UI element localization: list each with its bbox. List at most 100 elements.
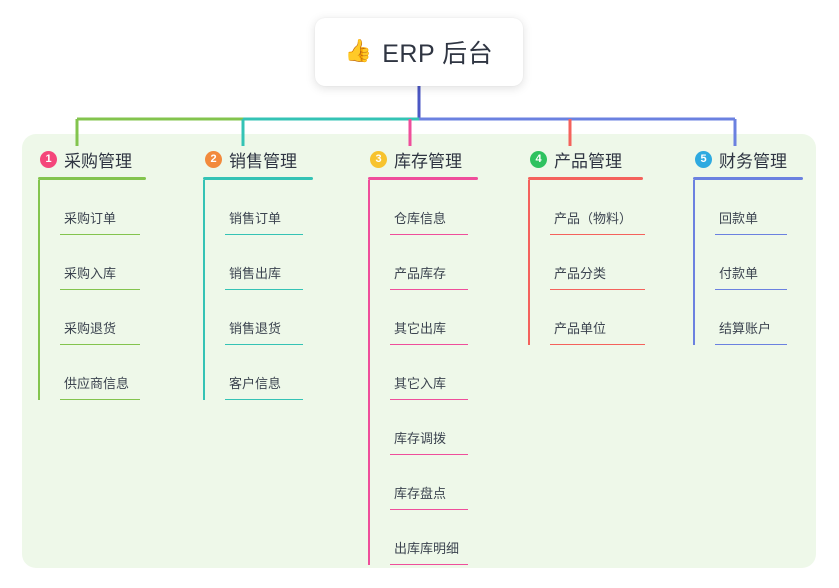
branch-items: 仓库信息产品库存其它出库其它入库库存调拨库存盘点出库库明细 (368, 180, 478, 565)
branch-header-underline (38, 177, 146, 180)
branch-item[interactable]: 出库库明细 (368, 510, 478, 565)
root-node-title: ERP 后台 (382, 40, 494, 68)
branch-trunk-segment (693, 235, 695, 290)
branch-trunk-segment (368, 345, 370, 400)
branch-header-3[interactable]: 3 库存管理 (368, 146, 478, 172)
branch-item[interactable]: 产品库存 (368, 235, 478, 290)
branch-trunk-segment (528, 235, 530, 290)
branch-item-underline (715, 343, 787, 345)
branch-item-underline (60, 233, 140, 235)
branch-item-underline (550, 233, 645, 235)
branch-item-underline (390, 343, 468, 345)
branch-items: 采购订单采购入库采购退货供应商信息 (38, 180, 146, 400)
branch-item-underline (390, 563, 468, 565)
branch-trunk-segment (38, 180, 40, 235)
branch-item[interactable]: 采购订单 (38, 180, 146, 235)
branch-item-underline (390, 453, 468, 455)
branch-item-label: 销售退货 (229, 321, 282, 336)
branch-item-label: 销售出库 (229, 266, 282, 281)
branch-trunk-segment (528, 180, 530, 235)
thumbs-up-icon: 👍 (344, 38, 373, 63)
branch-column-3: 3 库存管理仓库信息产品库存其它出库其它入库库存调拨库存盘点出库库明细 (368, 146, 478, 565)
branch-item-underline (390, 233, 468, 235)
branch-item-label: 采购入库 (64, 266, 117, 281)
branch-item-label: 产品单位 (554, 321, 607, 336)
branch-item[interactable]: 销售订单 (203, 180, 313, 235)
branch-column-4: 4 产品管理产品（物料） 产品分类产品单位 (528, 146, 645, 345)
branch-title: 采购管理 (64, 151, 132, 171)
branch-item[interactable]: 供应商信息 (38, 345, 146, 400)
branch-item-label: 产品库存 (394, 266, 447, 281)
branch-item-underline (390, 288, 468, 290)
branch-item[interactable]: 结算账户 (693, 290, 803, 345)
branch-item[interactable]: 其它入库 (368, 345, 478, 400)
branch-item[interactable]: 回款单 (693, 180, 803, 235)
branch-item-label: 出库库明细 (394, 541, 460, 556)
branch-trunk-segment (368, 400, 370, 455)
branch-header-4[interactable]: 4 产品管理 (528, 146, 643, 172)
branch-item[interactable]: 产品分类 (528, 235, 645, 290)
branch-item[interactable]: 产品单位 (528, 290, 645, 345)
branch-item[interactable]: 库存调拨 (368, 400, 478, 455)
branch-item[interactable]: 其它出库 (368, 290, 478, 345)
branch-item[interactable]: 销售出库 (203, 235, 313, 290)
branch-item-underline (715, 288, 787, 290)
branch-number-badge: 4 (530, 150, 547, 168)
branch-number-badge: 5 (695, 150, 712, 168)
branch-trunk-segment (203, 345, 205, 400)
branch-trunk-segment (203, 290, 205, 345)
branch-number-badge: 3 (370, 150, 387, 168)
branch-trunk-segment (38, 345, 40, 400)
branch-item-underline (390, 508, 468, 510)
branch-title: 产品管理 (554, 151, 622, 171)
branch-item[interactable]: 采购入库 (38, 235, 146, 290)
branch-item-underline (225, 288, 303, 290)
root-node-content: 👍 ERP 后台 (345, 34, 493, 70)
branch-trunk-segment (368, 235, 370, 290)
branch-item-label: 库存盘点 (394, 486, 447, 501)
branch-number-badge: 1 (40, 150, 57, 168)
branch-trunk-segment (368, 290, 370, 345)
branch-item[interactable]: 库存盘点 (368, 455, 478, 510)
branch-item-label: 供应商信息 (64, 376, 130, 391)
branch-item[interactable]: 销售退货 (203, 290, 313, 345)
branch-header-1[interactable]: 1 采购管理 (38, 146, 146, 172)
branch-item-label: 产品（物料） (554, 211, 633, 226)
branch-item-label: 其它入库 (394, 376, 447, 391)
branch-trunk-segment (528, 290, 530, 345)
branch-column-1: 1 采购管理采购订单采购入库采购退货供应商信息 (38, 146, 146, 400)
branch-item[interactable]: 产品（物料） (528, 180, 645, 235)
branch-item-label: 产品分类 (554, 266, 607, 281)
branch-items: 回款单付款单结算账户 (693, 180, 803, 345)
branches-panel (22, 134, 816, 568)
branch-trunk-segment (38, 235, 40, 290)
branch-trunk-segment (368, 455, 370, 510)
branch-item[interactable]: 客户信息 (203, 345, 313, 400)
branch-item[interactable]: 仓库信息 (368, 180, 478, 235)
branch-header-underline (203, 177, 313, 180)
branch-trunk-segment (203, 180, 205, 235)
branch-item-underline (60, 288, 140, 290)
branch-items: 产品（物料） 产品分类产品单位 (528, 180, 645, 345)
branch-header-underline (693, 177, 803, 180)
branch-item-underline (225, 343, 303, 345)
branch-item[interactable]: 采购退货 (38, 290, 146, 345)
branch-title: 库存管理 (394, 151, 462, 171)
branch-trunk-segment (368, 510, 370, 565)
branch-item-label: 库存调拨 (394, 431, 447, 446)
branch-item[interactable]: 付款单 (693, 235, 803, 290)
branch-item-underline (225, 233, 303, 235)
root-node-card[interactable]: 👍 ERP 后台 (315, 18, 523, 86)
branch-title: 销售管理 (229, 151, 297, 171)
branch-item-label: 销售订单 (229, 211, 282, 226)
branch-item-label: 客户信息 (229, 376, 282, 391)
branch-header-underline (368, 177, 478, 180)
branch-item-label: 其它出库 (394, 321, 447, 336)
branch-trunk-segment (693, 290, 695, 345)
branch-item-label: 结算账户 (719, 321, 772, 336)
